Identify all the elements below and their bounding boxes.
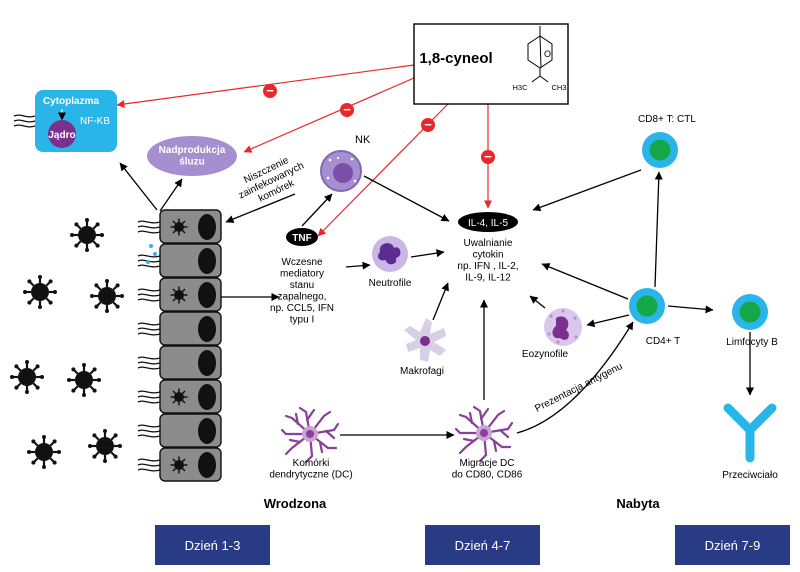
cilia-icon bbox=[137, 356, 161, 370]
il-badge-label: IL-4, IL-5 bbox=[468, 218, 508, 229]
nk-killing-label: Niszczeniezainfekowanychkomórek bbox=[232, 150, 311, 212]
svg-text:−: − bbox=[424, 117, 432, 132]
cd8-tcell: CD8+ T: CTL bbox=[638, 114, 696, 168]
cell-cilia-icon bbox=[13, 114, 36, 128]
epithelial-cell bbox=[137, 379, 222, 414]
cilia-icon bbox=[137, 322, 161, 336]
mucus-droplet bbox=[153, 252, 157, 256]
cilia-icon bbox=[137, 390, 161, 404]
intracellular-virus-icon bbox=[169, 387, 189, 407]
nk-cell: NK bbox=[320, 134, 371, 192]
intracellular-virus-icon bbox=[169, 217, 189, 237]
inhibit-marker-il: − bbox=[481, 149, 495, 164]
neutrophil-cell: Neutrofile bbox=[369, 236, 412, 289]
day-label-3: Dzień 7-9 bbox=[704, 537, 761, 553]
innate-label: Wrodzona bbox=[264, 496, 327, 511]
compound-box: 1,8-cyneol O H3C CH3 bbox=[413, 23, 569, 105]
antibody-label: Przeciwciało bbox=[722, 470, 778, 481]
cilia-icon bbox=[137, 220, 161, 234]
epithelial-cell bbox=[137, 209, 222, 244]
day-label-2: Dzień 4-7 bbox=[454, 537, 511, 553]
macrophages-label: Makrofagi bbox=[400, 366, 444, 377]
inhibit-marker-mucus: − bbox=[340, 102, 354, 117]
oxygen-label: O bbox=[544, 49, 551, 59]
antibody-icon bbox=[723, 403, 777, 463]
adaptive-label: Nabyta bbox=[616, 496, 660, 511]
cytoplasm-label: Cytoplazma bbox=[43, 96, 100, 107]
day-box-1: Dzień 1-3 bbox=[155, 525, 270, 565]
il-badge: IL-4, IL-5 bbox=[458, 212, 518, 232]
tnf-node: TNF bbox=[286, 228, 318, 246]
epithelial-cell bbox=[137, 447, 222, 482]
inhibit-marker-cytoplasm: − bbox=[263, 83, 277, 98]
cilia-icon bbox=[137, 424, 161, 438]
cd4-tcell: CD4+ T bbox=[629, 288, 680, 347]
ch3-right-label: CH3 bbox=[551, 83, 566, 92]
neutrophils-label: Neutrofile bbox=[369, 278, 412, 289]
epithelial-cell bbox=[137, 345, 222, 380]
day-box-2: Dzień 4-7 bbox=[425, 525, 540, 565]
cd8-label: CD8+ T: CTL bbox=[638, 114, 696, 125]
intracellular-virus-icon bbox=[169, 455, 189, 475]
nk-label: NK bbox=[355, 134, 371, 146]
eosinophil-cell: Eozynofile bbox=[522, 308, 582, 360]
compound-structure-icon bbox=[527, 26, 553, 83]
nucleus-label: Jądro bbox=[48, 130, 75, 141]
svg-text:−: − bbox=[484, 149, 492, 164]
cd4-label: CD4+ T bbox=[646, 336, 681, 347]
cilia-icon bbox=[137, 288, 161, 302]
eosinophils-label: Eozynofile bbox=[522, 349, 569, 360]
epithelial-cell bbox=[137, 413, 222, 448]
intracellular-virus-icon bbox=[169, 285, 189, 305]
day-label-1: Dzień 1-3 bbox=[184, 537, 241, 553]
viruses bbox=[8, 216, 126, 471]
day-box-3: Dzień 7-9 bbox=[675, 525, 790, 565]
epithelium bbox=[137, 209, 222, 482]
cytoplasm-cell: Cytoplazma Jądro NF-KB bbox=[13, 90, 117, 152]
epithelial-cell bbox=[137, 277, 222, 312]
svg-text:−: − bbox=[343, 102, 351, 117]
bcells-label: Limfocyty B bbox=[726, 337, 778, 348]
cilia-icon bbox=[137, 458, 161, 472]
svg-text:−: − bbox=[266, 83, 274, 98]
mucus-droplet bbox=[149, 244, 153, 248]
macrophage-cell: Makrofagi bbox=[400, 318, 446, 377]
compound-name: 1,8-cyneol bbox=[419, 50, 492, 67]
epithelial-cell bbox=[137, 243, 222, 278]
bcell: Limfocyty B bbox=[726, 294, 778, 348]
flow-arrows bbox=[119, 162, 754, 439]
inhibit-marker-tnf: − bbox=[421, 117, 435, 132]
nfkb-label: NF-KB bbox=[80, 116, 110, 127]
antigen-presentation-label: Prezentacja antygenu bbox=[533, 361, 624, 415]
epithelial-cell bbox=[137, 311, 222, 346]
inhibit-markers: − − − − bbox=[263, 83, 495, 164]
mucus-droplet bbox=[146, 260, 150, 264]
tnf-label: TNF bbox=[292, 233, 311, 244]
ch3-left-label: H3C bbox=[512, 83, 528, 92]
